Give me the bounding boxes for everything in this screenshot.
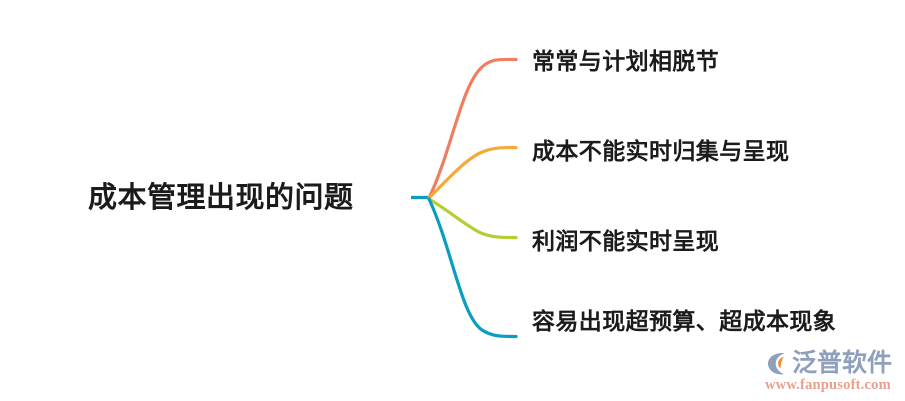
root-node-label: 成本管理出现的问题 [88, 182, 354, 214]
branch-line-4 [427, 197, 518, 339]
logo-accent [778, 356, 784, 369]
branch-line-2 [427, 145, 518, 200]
watermark-brand-text: 泛普软件 [792, 348, 893, 377]
watermark-logo-row: 泛普软件 [763, 348, 903, 378]
logo-crescent [768, 352, 785, 374]
branch-label-1: 常常与计划相脱节 [532, 48, 720, 74]
watermark-url-text: www.fanpusoft.com [765, 377, 891, 393]
branch-label-4: 容易出现超预算、超成本现象 [532, 308, 837, 334]
watermark: 泛普软件 www.fanpusoft.com [763, 348, 903, 396]
branch-label-3: 利润不能实时呈现 [532, 228, 720, 254]
fanpu-logo-icon [768, 352, 785, 374]
branch-label-2: 成本不能实时归集与呈现 [532, 138, 790, 164]
branch-line-3 [427, 197, 518, 240]
branch-line-1 [427, 57, 518, 200]
